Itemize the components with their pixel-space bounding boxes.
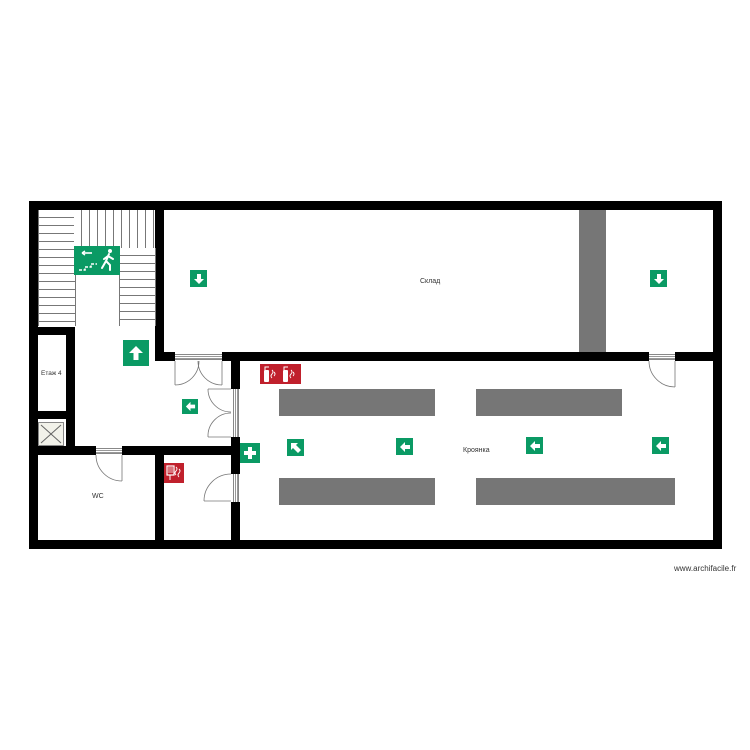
wall-shaft-right — [66, 327, 75, 452]
outer-wall-top — [29, 201, 722, 210]
exit-arrow-left-kitchen-1 — [396, 438, 413, 455]
room-label-kitchen: Кроянка — [463, 447, 490, 454]
door-hose-threshold — [233, 474, 239, 502]
shelf-3 — [279, 478, 435, 505]
stairs-top-flight — [74, 210, 154, 249]
running-man-stairs-icon — [79, 249, 114, 271]
arrow-left-icon — [399, 441, 410, 452]
exit-arrow-left-kitchen-3 — [652, 437, 669, 454]
door-kitchen-threshold — [233, 389, 239, 437]
door-storage-right-threshold — [649, 354, 675, 360]
watermark-link[interactable]: www.archifacile.fr — [674, 564, 737, 573]
room-label-wc: WC — [92, 493, 104, 500]
door-swing-wc — [95, 454, 123, 482]
fire-hose-sign — [164, 463, 184, 483]
door-storage-threshold — [175, 354, 222, 360]
door-swing-storage-left — [174, 360, 200, 386]
door-swing-kitchen-top — [207, 388, 232, 413]
stairs-left-flight — [38, 210, 76, 326]
stairs-right-flight — [119, 248, 156, 326]
first-aid-cross-icon — [244, 447, 256, 459]
fire-hose-reel-icon — [166, 465, 181, 480]
exit-arrow-left-kitchen-2 — [526, 437, 543, 454]
wall-storage-left — [155, 201, 164, 360]
first-aid-sign — [240, 443, 260, 463]
exit-arrow-up-left-sign — [287, 439, 304, 456]
exit-arrow-down-storage-right — [650, 270, 667, 287]
outer-wall-right — [713, 201, 722, 549]
exit-arrow-down-storage — [190, 270, 207, 287]
arrow-down-icon — [193, 273, 204, 284]
arrow-down-icon — [653, 273, 664, 284]
door-wc-threshold — [96, 448, 122, 454]
exit-arrow-up-sign — [123, 340, 149, 366]
door-swing-storage-right — [197, 360, 223, 386]
arrow-diagonal-up-left-icon — [290, 442, 301, 453]
arrow-up-icon — [129, 346, 143, 360]
elevator-cross-icon — [40, 424, 62, 444]
door-swing-hose — [203, 473, 232, 502]
outer-wall-left — [29, 201, 38, 549]
shelf-2 — [476, 389, 622, 416]
wall-storage-bottom — [155, 352, 722, 361]
arrow-left-icon — [655, 440, 666, 451]
shelf-4 — [476, 478, 675, 505]
door-swing-storage-right-room — [648, 360, 676, 388]
arrow-left-icon — [185, 401, 195, 412]
outer-wall-bottom — [29, 540, 722, 549]
fire-extinguishers-sign — [260, 364, 301, 384]
wall-shaft-top — [29, 327, 75, 335]
fire-extinguisher-icon — [264, 366, 295, 382]
arrow-left-icon — [529, 440, 540, 451]
wall-wc-right — [155, 446, 164, 549]
room-label-storage: Склад — [420, 278, 441, 285]
room-label-floor: Етаж 4 — [41, 370, 62, 377]
door-swing-kitchen-bottom — [207, 412, 232, 438]
emergency-exit-stairs-sign — [74, 246, 120, 275]
shelf-1 — [279, 389, 435, 416]
storage-column — [579, 210, 606, 352]
wall-wc-top — [29, 446, 240, 455]
exit-arrow-left-corridor — [182, 399, 198, 414]
wall-shaft-mid — [29, 411, 75, 419]
elevator-shaft — [38, 422, 64, 446]
